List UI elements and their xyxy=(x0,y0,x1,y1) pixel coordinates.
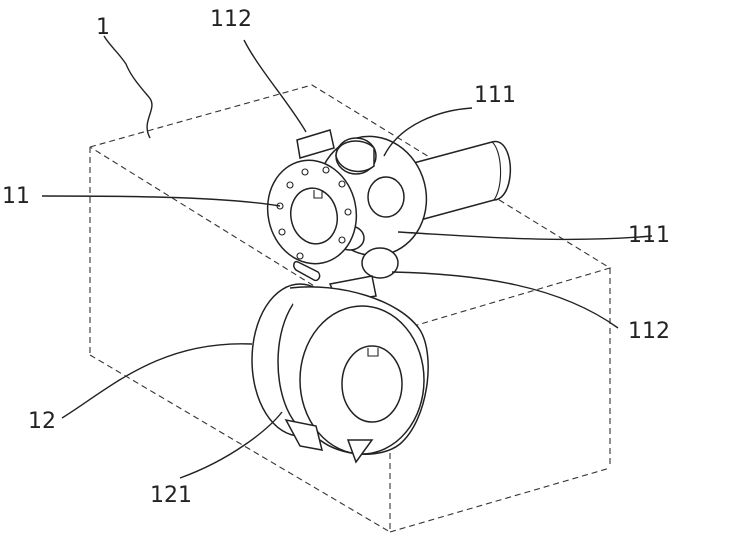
label-111-top: 111 xyxy=(474,83,516,108)
label-111-mid: 111 xyxy=(628,223,670,248)
label-121: 121 xyxy=(150,483,192,508)
label-11: 11 xyxy=(2,184,30,209)
label-112-top: 112 xyxy=(210,7,252,32)
upper-assembly xyxy=(258,124,440,302)
lower-wheel xyxy=(252,284,428,462)
label-12: 12 xyxy=(28,409,56,434)
label-112-bottom: 112 xyxy=(628,319,670,344)
label-1: 1 xyxy=(96,15,110,40)
